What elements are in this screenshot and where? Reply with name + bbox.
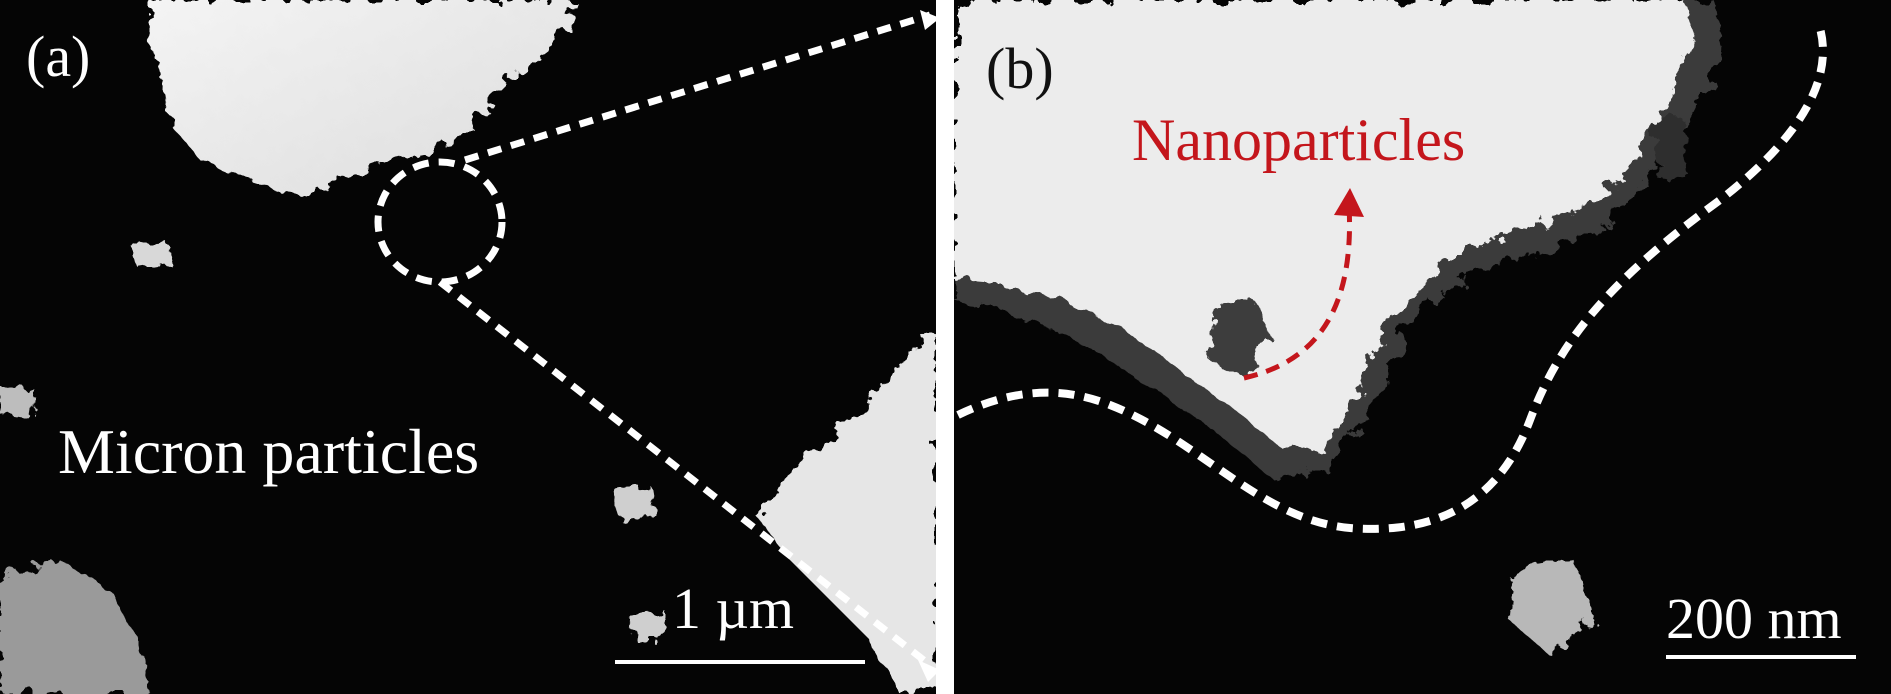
micron-particles-label: Micron particles <box>58 416 480 487</box>
panel-b-nano-image: (b) Nanoparticles 200 nm <box>954 0 1891 694</box>
panel-b-letter: (b) <box>986 36 1054 101</box>
panel-a-scale-label: 1 µm <box>672 576 795 641</box>
panel-a-letter: (a) <box>26 24 91 89</box>
panel-b-scale-label: 200 nm <box>1666 586 1842 651</box>
nanoparticles-label: Nanoparticles <box>1132 107 1466 173</box>
panel-a-micrograph <box>0 0 936 694</box>
panel-b-scale-bar <box>1666 655 1856 659</box>
panel-a-scale-bar <box>615 660 865 664</box>
panel-a-micron-image: (a) Micron particles 1 µm <box>0 0 936 694</box>
